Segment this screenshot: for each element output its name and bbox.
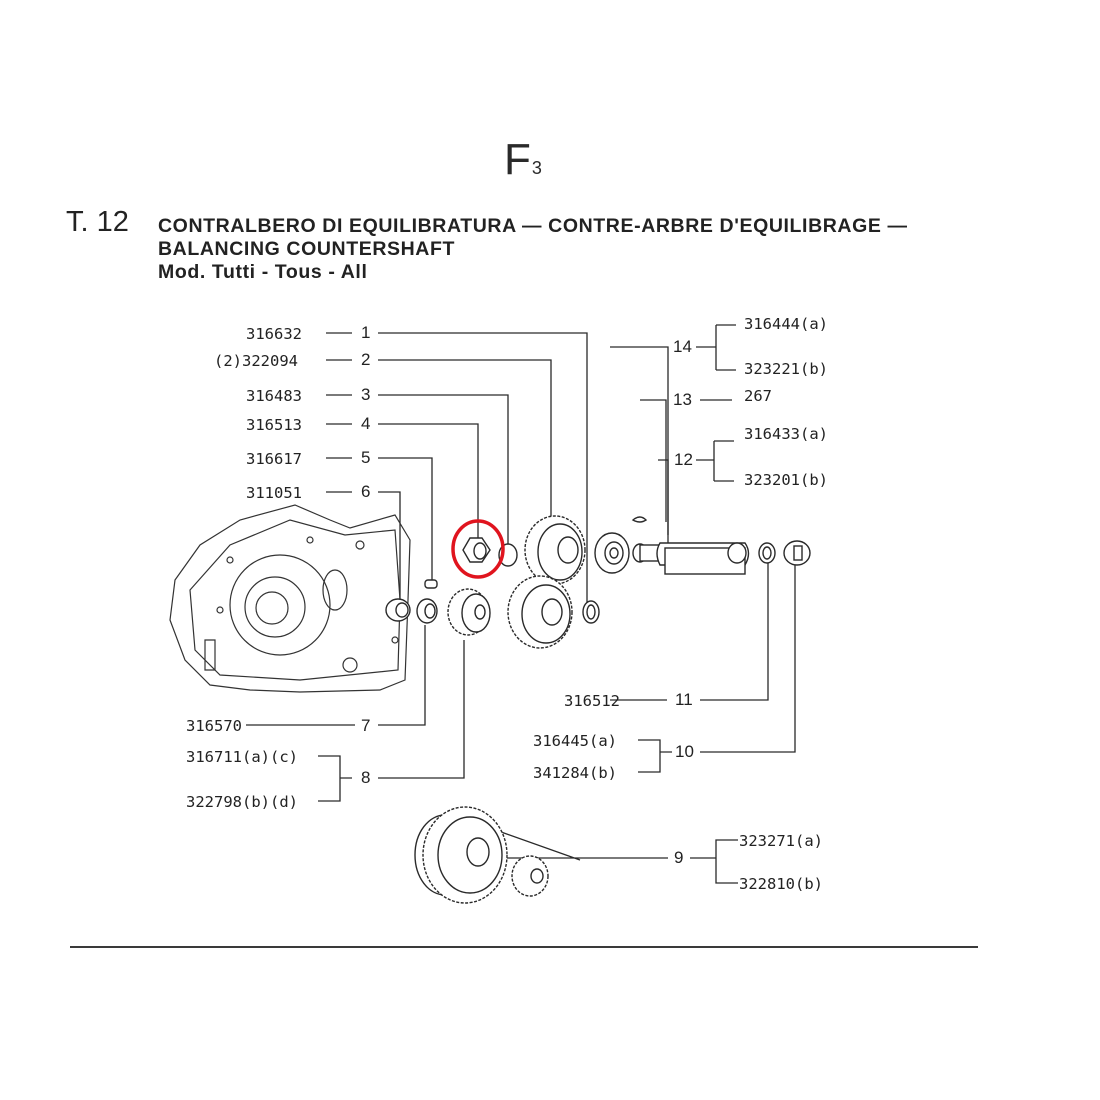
ref-number-6: 6 bbox=[361, 482, 371, 501]
leader-lines bbox=[246, 324, 796, 884]
ref-number-5: 5 bbox=[361, 448, 371, 467]
ref-number-11: 11 bbox=[675, 690, 693, 709]
part-4-nut bbox=[462, 537, 491, 563]
ref-number-10: 10 bbox=[675, 742, 694, 761]
leader-line-10 bbox=[638, 565, 796, 773]
part-12-shaft bbox=[632, 542, 750, 575]
leader-line-11 bbox=[610, 562, 769, 701]
ref-number-2: 2 bbox=[361, 350, 371, 369]
ref-number-14: 14 bbox=[673, 337, 692, 356]
part-13-key bbox=[631, 516, 648, 523]
leader-line-7 bbox=[246, 625, 426, 726]
part-9-clutch-bell bbox=[414, 806, 549, 904]
part-1-circlip bbox=[582, 600, 600, 624]
part-2-gear-lower bbox=[507, 575, 573, 649]
title-line-3: Mod. Tutti - Tous - All bbox=[158, 261, 368, 283]
part-7-washer bbox=[416, 598, 438, 624]
leader-line-12 bbox=[658, 440, 734, 545]
part-14-bearing bbox=[594, 532, 630, 574]
leader-line-13 bbox=[640, 399, 732, 522]
parts-drawing bbox=[385, 515, 811, 904]
part-code-6: 311051 bbox=[246, 484, 302, 502]
part-6-bush bbox=[385, 598, 411, 622]
title-line-1: CONTRALBERO DI EQUILIBRATURA — CONTRE-AR… bbox=[158, 215, 908, 237]
highlight-circle-part-4 bbox=[451, 519, 505, 579]
part-code-12b: 323201(b) bbox=[744, 471, 828, 489]
part-code-13: 267 bbox=[744, 387, 772, 405]
ref-number-8: 8 bbox=[361, 768, 371, 787]
part-code-3: 316483 bbox=[246, 387, 302, 405]
leader-line-5 bbox=[326, 457, 433, 582]
part-code-10b: 341284(b) bbox=[533, 764, 617, 782]
part-code-2: (2)322094 bbox=[214, 352, 298, 370]
leader-line-1 bbox=[326, 332, 588, 610]
part-code-4: 316513 bbox=[246, 416, 302, 434]
crankcase-drawing bbox=[169, 504, 411, 693]
ref-number-13: 13 bbox=[673, 390, 692, 409]
part-code-8b: 322798(b)(d) bbox=[186, 793, 298, 811]
ref-number-12: 12 bbox=[674, 450, 693, 469]
part-2-gear-upper bbox=[524, 515, 586, 585]
part-code-10a: 316445(a) bbox=[533, 732, 617, 750]
part-code-12a: 316433(a) bbox=[744, 425, 828, 443]
leader-line-4 bbox=[326, 423, 479, 545]
ref-number-4: 4 bbox=[361, 414, 371, 433]
part-8-small-gear bbox=[447, 588, 491, 636]
page-section-letter: F bbox=[504, 135, 531, 184]
title-line-2: BALANCING COUNTERSHAFT bbox=[158, 238, 456, 260]
ref-number-1: 1 bbox=[361, 323, 371, 342]
part-code-14a: 316444(a) bbox=[744, 315, 828, 333]
part-5-pin bbox=[424, 579, 438, 589]
part-code-11: 316512 bbox=[564, 692, 620, 710]
part-code-5: 316617 bbox=[246, 450, 302, 468]
table-number: T. 12 bbox=[66, 206, 129, 238]
part-code-7: 316570 bbox=[186, 717, 242, 735]
part-11-washer bbox=[758, 542, 776, 564]
part-10-needle-bearing bbox=[783, 540, 811, 566]
ref-number-7: 7 bbox=[361, 716, 371, 735]
footer-divider bbox=[70, 946, 978, 948]
ref-number-9: 9 bbox=[674, 848, 684, 867]
leader-line-14 bbox=[610, 324, 736, 535]
leader-line-6 bbox=[326, 491, 401, 602]
page-section-mark: F3 bbox=[504, 138, 542, 190]
page-section-index: 3 bbox=[531, 158, 542, 178]
leader-line-8 bbox=[318, 640, 465, 802]
part-code-9a: 323271(a) bbox=[739, 832, 823, 850]
leader-line-9 bbox=[489, 827, 738, 884]
part-code-1: 316632 bbox=[246, 325, 302, 343]
ref-number-3: 3 bbox=[361, 385, 371, 404]
part-code-9b: 322810(b) bbox=[739, 875, 823, 893]
leader-line-2 bbox=[326, 359, 552, 520]
part-code-14b: 323221(b) bbox=[744, 360, 828, 378]
leader-line-3 bbox=[326, 394, 509, 545]
part-code-8a: 316711(a)(c) bbox=[186, 748, 298, 766]
